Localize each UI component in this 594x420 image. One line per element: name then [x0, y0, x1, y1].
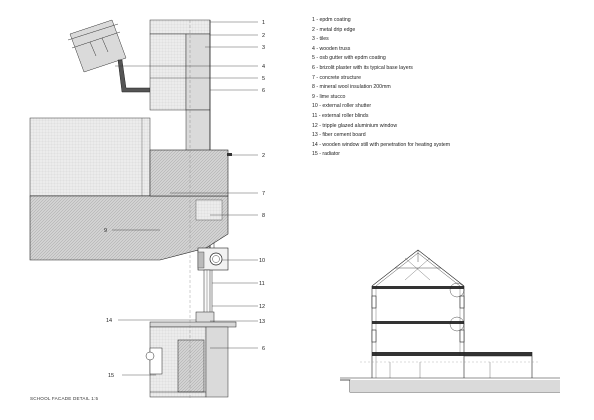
building-section — [340, 249, 560, 393]
callout-10: 10 — [259, 258, 265, 264]
radiator — [149, 347, 163, 375]
callout-11: 11 — [259, 281, 265, 287]
callout-9: 9 — [104, 228, 107, 234]
legend-item: 3 - tiles — [312, 36, 329, 43]
legend-item: 12 - tripple glazed aluminium window — [312, 122, 398, 129]
window-assembly — [149, 247, 237, 329]
legend-list: 1 - epdm coating 2 - metal drip edge 3 -… — [312, 16, 450, 160]
legend-item: 13 - fiber cement board — [312, 132, 366, 139]
legend-item: 4 - wooden truss — [312, 45, 351, 52]
callout-14: 14 — [106, 318, 112, 324]
concrete-structure — [29, 149, 232, 261]
legend-item: 10 - external roller shutter — [312, 103, 372, 110]
lower-wall — [145, 326, 229, 398]
legend-item: 8 - mineral wool insulation 200mm — [312, 84, 391, 91]
roller-shutter-icon — [209, 252, 223, 266]
legend-item: 5 - osb gutter with epdm coating — [312, 55, 386, 62]
drawing-caption: SCHOOL FACADE DETAIL 1:5 — [30, 396, 99, 401]
legend-item: 9 - lime stucco — [312, 93, 346, 100]
legend-item: 7 - concrete structure — [312, 74, 362, 81]
callout-numbers: 1 2 3 4 5 6 2 7 8 9 10 11 12 13 14 6 15 — [104, 20, 265, 379]
legend-item: 1 - epdm coating — [312, 17, 351, 23]
callout-2b: 2 — [262, 153, 265, 159]
callout-8: 8 — [262, 213, 265, 219]
legend-item: 2 - metal drip edge — [312, 26, 356, 33]
legend-item: 11 - external roller blinds — [312, 112, 369, 119]
callout-1: 1 — [262, 20, 265, 26]
callout-6: 6 — [262, 88, 265, 94]
detail-marker-mid — [449, 316, 465, 332]
detail-marker-top — [449, 282, 465, 298]
leader-lines — [115, 21, 258, 349]
roof-slope — [69, 19, 127, 73]
callout-4: 4 — [262, 64, 265, 70]
radiator-valve-icon — [145, 351, 155, 361]
leader-lines-left — [112, 229, 196, 376]
callout-3: 3 — [262, 45, 265, 51]
legend-item: 15 - radiator — [312, 151, 340, 158]
callout-15: 15 — [108, 373, 114, 379]
callout-6b: 6 — [262, 346, 265, 352]
roof-eaves — [67, 19, 211, 111]
callout-12: 12 — [259, 304, 265, 310]
callout-7: 7 — [262, 191, 265, 197]
callout-2: 2 — [262, 33, 265, 39]
ceiling-slab — [29, 117, 151, 197]
callout-5: 5 — [262, 76, 265, 82]
window-sill — [149, 321, 237, 328]
osb-gutter — [117, 59, 151, 93]
callout-13: 13 — [259, 319, 265, 325]
legend-item: 6 - brizolit plaster with its typical ba… — [312, 64, 413, 71]
legend-item: 14 - wooden window still with penetratio… — [312, 141, 451, 148]
mineral-wool-insulation — [195, 199, 223, 221]
